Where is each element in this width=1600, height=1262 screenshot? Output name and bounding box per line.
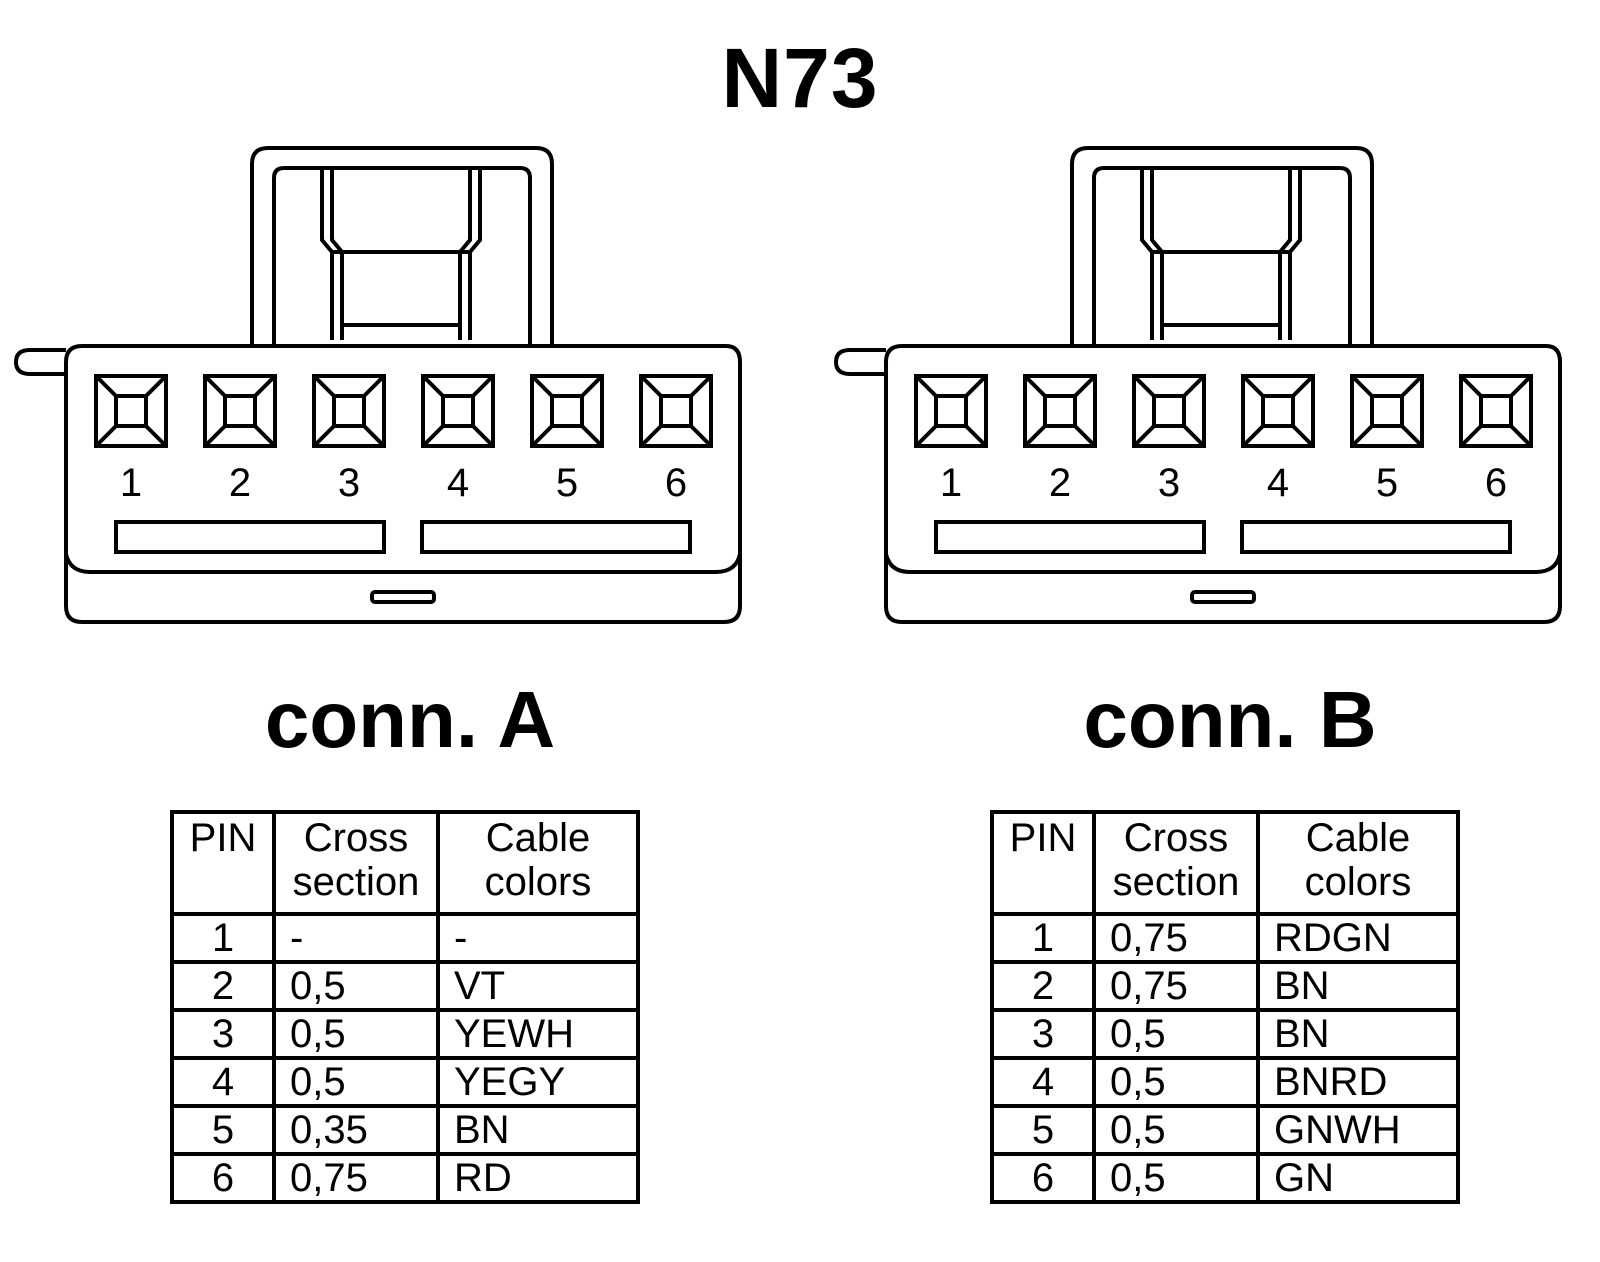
table-row: 1-- <box>170 912 640 964</box>
pin-number: 1 <box>940 461 962 505</box>
connector-b-drawing: 1 2 3 4 5 6 <box>833 146 1562 624</box>
header-pin: PIN <box>990 810 1096 916</box>
pin-number: 4 <box>447 461 469 505</box>
cable-color-cell: GNWH <box>1256 1104 1460 1156</box>
pin-cell: 4 <box>170 1056 276 1108</box>
cross-section-cell: 0,75 <box>1092 960 1260 1012</box>
pin-number: 3 <box>1158 461 1180 505</box>
header-pin: PIN <box>170 810 276 916</box>
pin-cell: 6 <box>170 1152 276 1204</box>
cable-color-cell: BN <box>436 1104 640 1156</box>
pin-cavity <box>1132 374 1206 448</box>
cable-color-cell: - <box>436 912 640 964</box>
connector-body <box>13 344 742 624</box>
cable-color-cell: BN <box>1256 1008 1460 1060</box>
pin-cavity <box>1459 374 1533 448</box>
pin-cell: 4 <box>990 1056 1096 1108</box>
pin-cell: 6 <box>990 1152 1096 1204</box>
pin-cell: 2 <box>990 960 1096 1012</box>
pin-number: 4 <box>1267 461 1289 505</box>
cable-color-cell: BNRD <box>1256 1056 1460 1108</box>
pin-cavity <box>94 374 168 448</box>
pin-number: 5 <box>1376 461 1398 505</box>
pin-number: 5 <box>556 461 578 505</box>
pin-cell: 1 <box>170 912 276 964</box>
pin-cavity <box>421 374 495 448</box>
connector-b-label: conn. B <box>1083 675 1377 764</box>
cable-color-cell: GN <box>1256 1152 1460 1204</box>
connector-a-drawing: 1 2 3 4 5 6 <box>13 146 742 624</box>
cross-section-cell: - <box>272 912 440 964</box>
cross-section-cell: 0,5 <box>1092 1056 1260 1108</box>
cable-color-cell: YEWH <box>436 1008 640 1060</box>
cable-color-cell: VT <box>436 960 640 1012</box>
pin-cavity <box>1350 374 1424 448</box>
pin-cell: 1 <box>990 912 1096 964</box>
pin-number: 6 <box>665 461 687 505</box>
connector-body <box>833 344 1562 624</box>
pin-cell: 5 <box>170 1104 276 1156</box>
cross-section-cell: 0,5 <box>272 1008 440 1060</box>
pin-cell: 2 <box>170 960 276 1012</box>
pin-number: 2 <box>1049 461 1071 505</box>
pin-cavity <box>203 374 277 448</box>
pin-cell: 5 <box>990 1104 1096 1156</box>
cable-color-cell: RD <box>436 1152 640 1204</box>
connector-a-label: conn. A <box>264 675 556 764</box>
pin-number: 2 <box>229 461 251 505</box>
pin-cavity <box>1023 374 1097 448</box>
cross-section-cell: 0,5 <box>1092 1008 1260 1060</box>
cross-section-cell: 0,5 <box>272 1056 440 1108</box>
cable-color-cell: YEGY <box>436 1056 640 1108</box>
cross-section-cell: 0,75 <box>1092 912 1260 964</box>
pin-cell: 3 <box>170 1008 276 1060</box>
pin-cell: 3 <box>990 1008 1096 1060</box>
cross-section-cell: 0,75 <box>272 1152 440 1204</box>
cross-section-cell: 0,5 <box>1092 1152 1260 1204</box>
pin-cavity <box>914 374 988 448</box>
pin-cavity <box>530 374 604 448</box>
cable-color-cell: RDGN <box>1256 912 1460 964</box>
pin-cavity <box>639 374 713 448</box>
connector-latch <box>250 146 554 348</box>
pin-number: 6 <box>1485 461 1507 505</box>
pin-number: 1 <box>120 461 142 505</box>
pin-cavity <box>312 374 386 448</box>
pin-number: 3 <box>338 461 360 505</box>
diagram-title: N73 <box>721 31 879 125</box>
cross-section-cell: 0,5 <box>1092 1104 1260 1156</box>
pin-cavity <box>1241 374 1315 448</box>
cross-section-cell: 0,5 <box>272 960 440 1012</box>
connector-latch <box>1070 146 1374 348</box>
cable-color-cell: BN <box>1256 960 1460 1012</box>
cross-section-cell: 0,35 <box>272 1104 440 1156</box>
